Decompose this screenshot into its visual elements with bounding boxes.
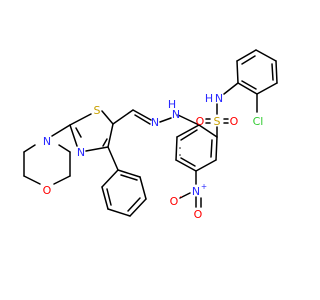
bond xyxy=(69,113,92,126)
bond xyxy=(175,136,178,161)
bond xyxy=(159,117,172,123)
bond xyxy=(101,169,119,188)
bond xyxy=(101,110,114,125)
bond xyxy=(195,159,217,172)
bond xyxy=(132,109,152,121)
bond xyxy=(75,127,82,138)
atom-h-amide: H xyxy=(205,92,213,105)
bond xyxy=(69,124,78,147)
bond xyxy=(120,174,138,181)
bond xyxy=(134,114,151,125)
bond xyxy=(241,80,257,90)
atom-o-nitro-left: O xyxy=(170,195,179,208)
charge-minus-nitro: - xyxy=(180,192,183,201)
bond xyxy=(53,175,71,185)
atom-n-amide: N xyxy=(215,92,223,105)
atom-labels: O N S N N N H N H Cl S O O N + O O - xyxy=(43,92,264,221)
charge-plus-nitro: + xyxy=(201,182,207,191)
atom-n-morpholine: N xyxy=(43,135,51,148)
atom-n-nitro: N xyxy=(192,185,200,198)
bond xyxy=(23,175,41,185)
bond xyxy=(241,55,256,65)
bond xyxy=(102,138,108,147)
atom-s-sulfonyl: S xyxy=(214,115,221,128)
bond xyxy=(112,109,134,125)
atom-n-hydrazone-1: N xyxy=(151,116,159,129)
bond xyxy=(275,60,278,84)
bond xyxy=(180,157,196,167)
bond xyxy=(198,124,218,138)
atom-n-hydrazone-2: N xyxy=(172,108,180,121)
bond xyxy=(85,146,109,152)
bond xyxy=(210,139,213,158)
molecule-structure: O N S N N N H N H Cl S O O N + O O - xyxy=(23,49,278,221)
bond xyxy=(127,197,141,212)
bond xyxy=(271,63,274,81)
bond xyxy=(237,82,258,95)
bond xyxy=(236,49,257,62)
bond xyxy=(139,176,147,200)
atom-o-morpholine: O xyxy=(43,184,52,197)
bond xyxy=(255,49,277,62)
atom-o-sulfonyl-right: O xyxy=(230,115,239,128)
bond xyxy=(180,129,198,141)
bond xyxy=(106,188,112,206)
bond xyxy=(101,186,109,210)
atom-cl: Cl xyxy=(253,115,264,128)
bond xyxy=(179,192,191,199)
bond xyxy=(256,82,278,95)
bond xyxy=(107,208,131,217)
bond xyxy=(175,159,197,172)
bond xyxy=(107,146,119,171)
bond xyxy=(177,114,200,126)
atom-s-thiazole: S xyxy=(94,104,101,117)
atom-o-nitro-bottom: O xyxy=(194,208,203,221)
bond xyxy=(236,60,239,84)
bonds xyxy=(23,49,278,217)
bond xyxy=(215,136,218,161)
bond xyxy=(176,124,200,138)
bond xyxy=(223,82,239,95)
atom-h-hydrazone: H xyxy=(168,98,176,111)
atom-n-thiazole: N xyxy=(77,146,85,159)
atom-o-sulfonyl-left: O xyxy=(196,115,205,128)
bond xyxy=(58,144,71,153)
bond xyxy=(107,123,114,148)
bond xyxy=(117,169,141,178)
bond xyxy=(51,124,71,137)
bond xyxy=(23,144,36,153)
bond xyxy=(129,198,147,217)
